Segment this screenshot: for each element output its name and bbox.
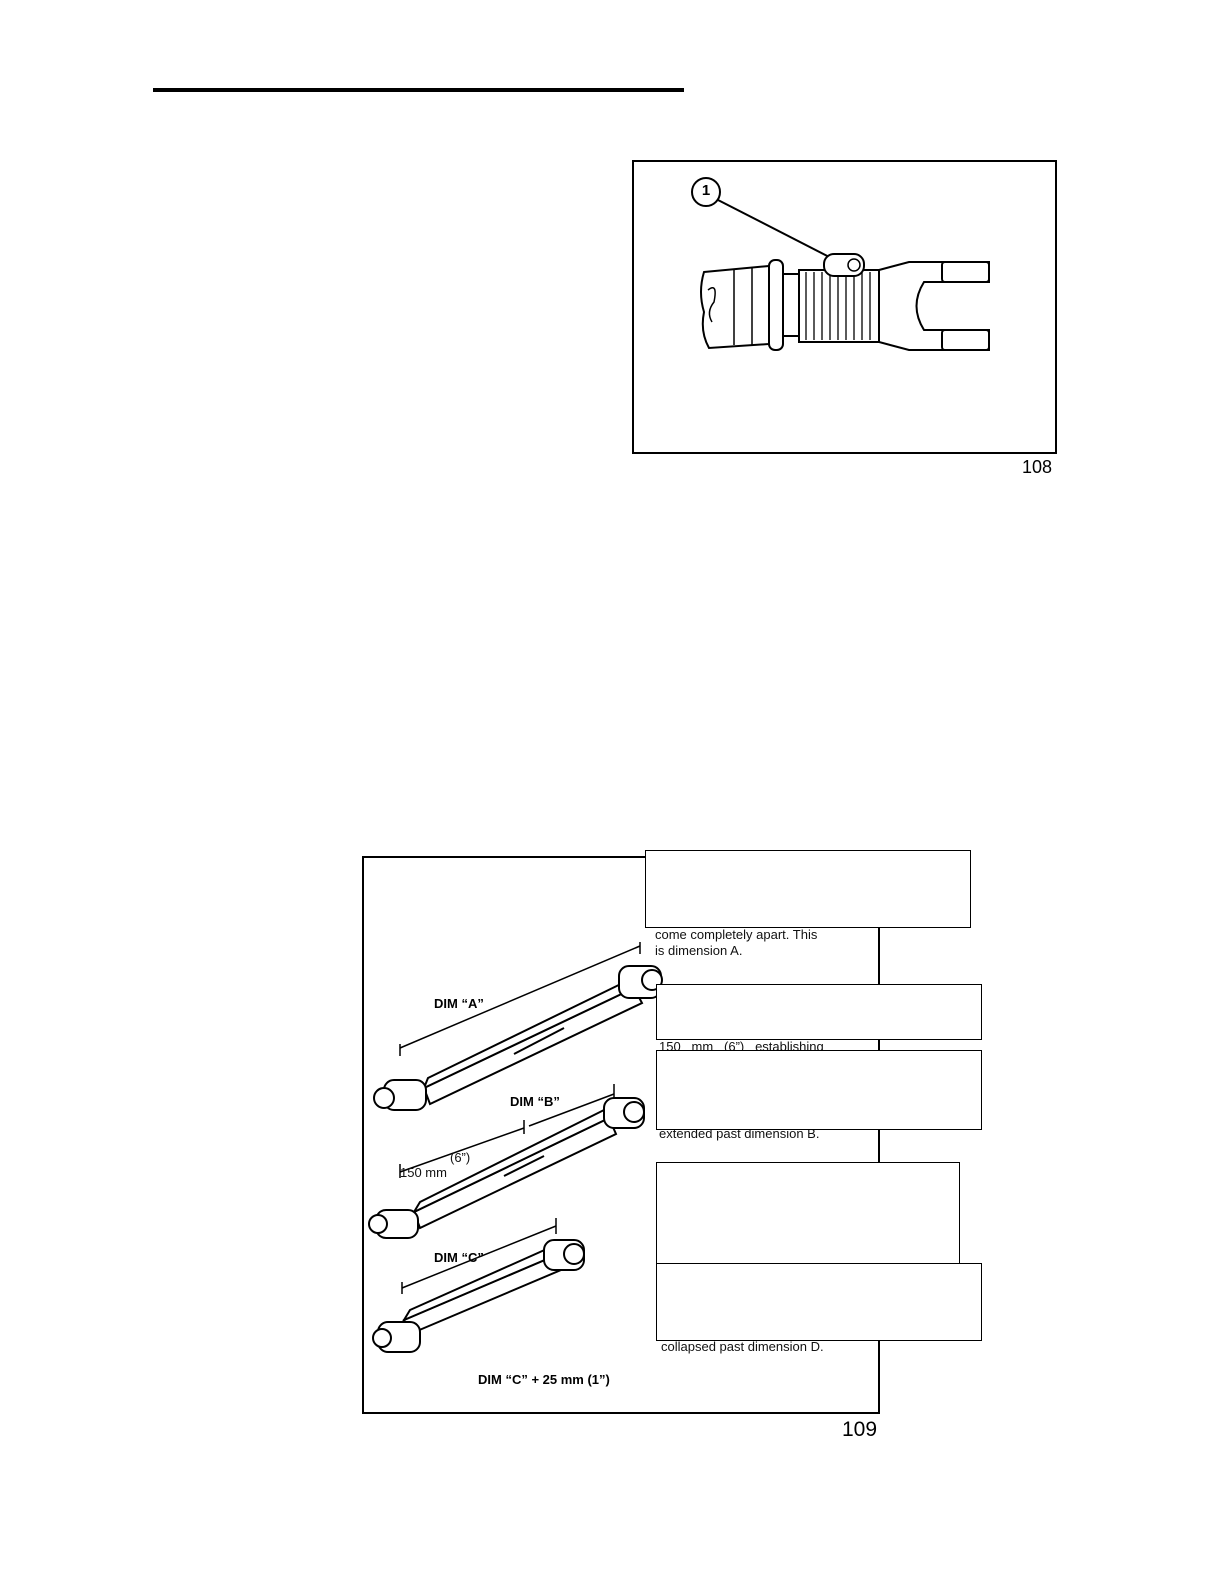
text-fragment-4: collapsed past dimension D.	[661, 1339, 824, 1354]
text-fragment-1b: is dimension A.	[655, 943, 743, 958]
redaction-box-4	[656, 1162, 960, 1270]
label-dim-a: DIM “A”	[434, 996, 484, 1011]
figure-number-109: 109	[842, 1418, 878, 1441]
redaction-box-5	[656, 1263, 982, 1341]
label-dim-c: DIM “C”	[434, 1250, 484, 1265]
figure-108-shaft-yoke: 1	[632, 160, 1057, 454]
redaction-box-2	[656, 984, 982, 1040]
shaft-b	[368, 1084, 645, 1239]
figure-number-108: 108	[1022, 457, 1053, 477]
callout-circle	[691, 177, 721, 207]
label-dim-c-plus: DIM “C” + 25 mm (1”)	[478, 1372, 610, 1387]
label-150mm: 150 mm	[400, 1165, 447, 1180]
redaction-box-1	[645, 850, 971, 928]
shaft-a	[373, 942, 663, 1111]
label-six-inch: (6”)	[450, 1150, 471, 1165]
header-rule	[153, 88, 684, 92]
shaft-c	[372, 1218, 585, 1353]
redaction-box-3	[656, 1050, 982, 1130]
pto-yoke-illustration	[691, 177, 990, 351]
driveline-illustration	[368, 942, 663, 1353]
callout-leader	[717, 199, 840, 263]
callout-number: 1	[701, 182, 711, 199]
label-dim-b: DIM “B”	[510, 1094, 560, 1109]
text-fragment-1a: come completely apart. This	[655, 927, 818, 942]
